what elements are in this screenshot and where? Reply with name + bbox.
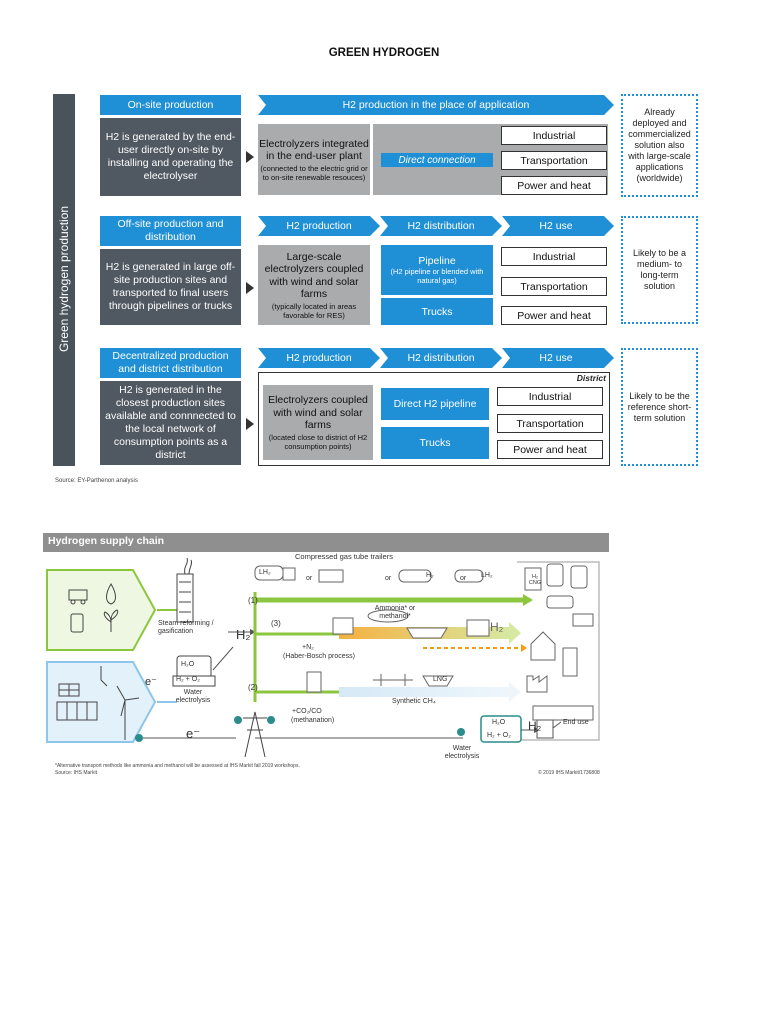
supply-chain-graphic	[46, 557, 600, 758]
sc-footnote: *Alternative transport methods like ammo…	[55, 763, 300, 769]
sc-h2o-right: H₂O	[492, 719, 506, 726]
row3-stage-arrows	[258, 348, 614, 368]
row3-stage-distribution: H2 distribution	[407, 352, 475, 364]
row3-district-label: District	[576, 373, 606, 383]
row2-trucks: Trucks	[381, 298, 493, 325]
sc-h2o2: H₂ + O₂	[176, 676, 200, 683]
sc-h2-cng: H₂ CNG	[528, 574, 542, 586]
row3-header: Decentralized production and district di…	[100, 348, 241, 378]
sc-trailers: Compressed gas tube trailers	[295, 552, 393, 561]
sc-haber: (Haber-Bosch process)	[283, 653, 355, 660]
supply-chain-header	[43, 533, 609, 552]
row3-stage-use: H2 use	[539, 352, 573, 364]
sc-co2: +CO₂/CO	[292, 708, 322, 715]
connector-lines	[79, 105, 100, 405]
row2-grey-box: Large-scale electrolyzers coupled with w…	[258, 245, 370, 325]
page-title: GREEN HYDROGEN	[328, 47, 440, 59]
sc-electron-1: e⁻	[145, 676, 157, 688]
row3-grey-sub: (located close to district of H2 consump…	[268, 432, 368, 451]
supply-chain-title: Hydrogen supply chain	[48, 535, 165, 547]
row1-grey-box: Electrolyzers integrated in the end-user…	[258, 124, 370, 195]
sc-ammonia: Ammonia* or methanol*	[374, 605, 416, 620]
sc-copyright: © 2019 IHS Markit/1736808	[538, 770, 600, 776]
row3-direct-pipeline: Direct H2 pipeline	[381, 388, 489, 420]
row3-grey-main: Electrolyzers coupled with wind and sola…	[268, 394, 368, 432]
sc-water-electrolysis-left: Water electrolysis	[175, 689, 211, 704]
sc-steam-reforming: Steam reforming / gasification	[158, 620, 214, 635]
vertical-label: Green hydrogen production	[56, 205, 71, 353]
sc-end-use: End use	[563, 719, 589, 726]
row3-grey-box: Electrolyzers coupled with wind and sola…	[263, 385, 373, 460]
sc-route1: (1)	[248, 596, 258, 605]
row1-arrow	[246, 151, 254, 163]
sc-h2-route3-end: H₂	[490, 620, 504, 634]
sc-source: Source: IHS Markit	[55, 770, 97, 776]
sc-electron-2: e⁻	[186, 726, 201, 741]
row2-grey-main: Large-scale electrolyzers coupled with w…	[264, 250, 364, 301]
sc-h2o: H₂O	[181, 661, 195, 668]
sc-or-3: or	[460, 575, 467, 582]
sc-h2-right: H₂	[528, 719, 542, 733]
row1-grey-sub: (connected to the electric grid or to on…	[260, 163, 368, 182]
sc-route2: (2)	[248, 683, 258, 692]
row3-note: Likely to be the reference short-term so…	[621, 348, 698, 466]
row3-use-industrial: Industrial	[497, 387, 603, 406]
row2-use-power-heat: Power and heat	[501, 306, 607, 325]
row1-note: Already deployed and commercialized solu…	[621, 94, 698, 197]
sc-lh2-left: LH₂	[259, 569, 271, 576]
row2-stage-use: H2 use	[539, 220, 573, 232]
sc-lng: LNG	[433, 676, 448, 683]
row1-header: On-site production	[100, 95, 241, 115]
row2-header: Off-site production and distribution	[100, 216, 241, 246]
row3-district-frame	[258, 372, 610, 466]
source-note-1: Source: EY-Parthenon analysis	[55, 478, 138, 484]
row1-direct-connection: Direct connection	[381, 153, 493, 167]
sc-h2-trailer: H₂	[426, 572, 434, 579]
row1-use-power-heat: Power and heat	[501, 176, 607, 195]
row2-arrow	[246, 282, 254, 294]
vertical-bar	[53, 94, 75, 466]
row3-stage-production: H2 production	[286, 352, 352, 364]
row3-use-power-heat: Power and heat	[497, 440, 603, 459]
sc-methanation: (methanation)	[291, 717, 335, 724]
row2-stage-distribution: H2 distribution	[407, 220, 475, 232]
row3-use-transportation: Transportation	[497, 414, 603, 433]
row2-note: Likely to be a medium- to long-term solu…	[621, 216, 698, 324]
row1-grey-main: Electrolyzers integrated in the end-user…	[259, 137, 369, 163]
row3-description: H2 is generated in the closest productio…	[100, 381, 241, 465]
row1-description: H2 is generated by the end-user directly…	[100, 118, 241, 196]
row2-pipeline-sub: (H2 pipeline or blended with natural gas…	[390, 267, 484, 285]
sc-or-2: or	[385, 575, 392, 582]
row3-arrow	[246, 418, 254, 430]
sc-n2: +N₂	[302, 644, 314, 651]
row2-stage-production: H2 production	[286, 220, 352, 232]
row1-use-transportation: Transportation	[501, 151, 607, 170]
sc-h2-big: H₂	[236, 627, 251, 642]
row2-use-industrial: Industrial	[501, 247, 607, 266]
row2-pipeline-box: Pipeline (H2 pipeline or blended with na…	[381, 245, 493, 295]
row1-banner	[258, 95, 614, 115]
row1-use-industrial: Industrial	[501, 126, 607, 145]
sc-lh2-right: LH₂	[481, 572, 493, 579]
row2-stage-arrows	[258, 216, 614, 236]
sc-h2o2-right: H₂ + O₂	[487, 732, 511, 739]
row2-pipeline: Pipeline	[418, 255, 456, 267]
row3-trucks: Trucks	[381, 427, 489, 459]
sc-route3: (3)	[271, 619, 281, 628]
sc-water-electrolysis-right: Water electrolysis	[444, 745, 480, 760]
row1-banner-text: H2 production in the place of applicatio…	[342, 99, 530, 111]
sc-synthetic: Synthetic CH₄	[392, 698, 436, 705]
row2-grey-sub: (typically located in areas favorable fo…	[271, 301, 357, 320]
row2-use-transportation: Transportation	[501, 277, 607, 296]
sc-or-1: or	[306, 575, 313, 582]
row2-description: H2 is generated in large off-site produc…	[100, 249, 241, 325]
